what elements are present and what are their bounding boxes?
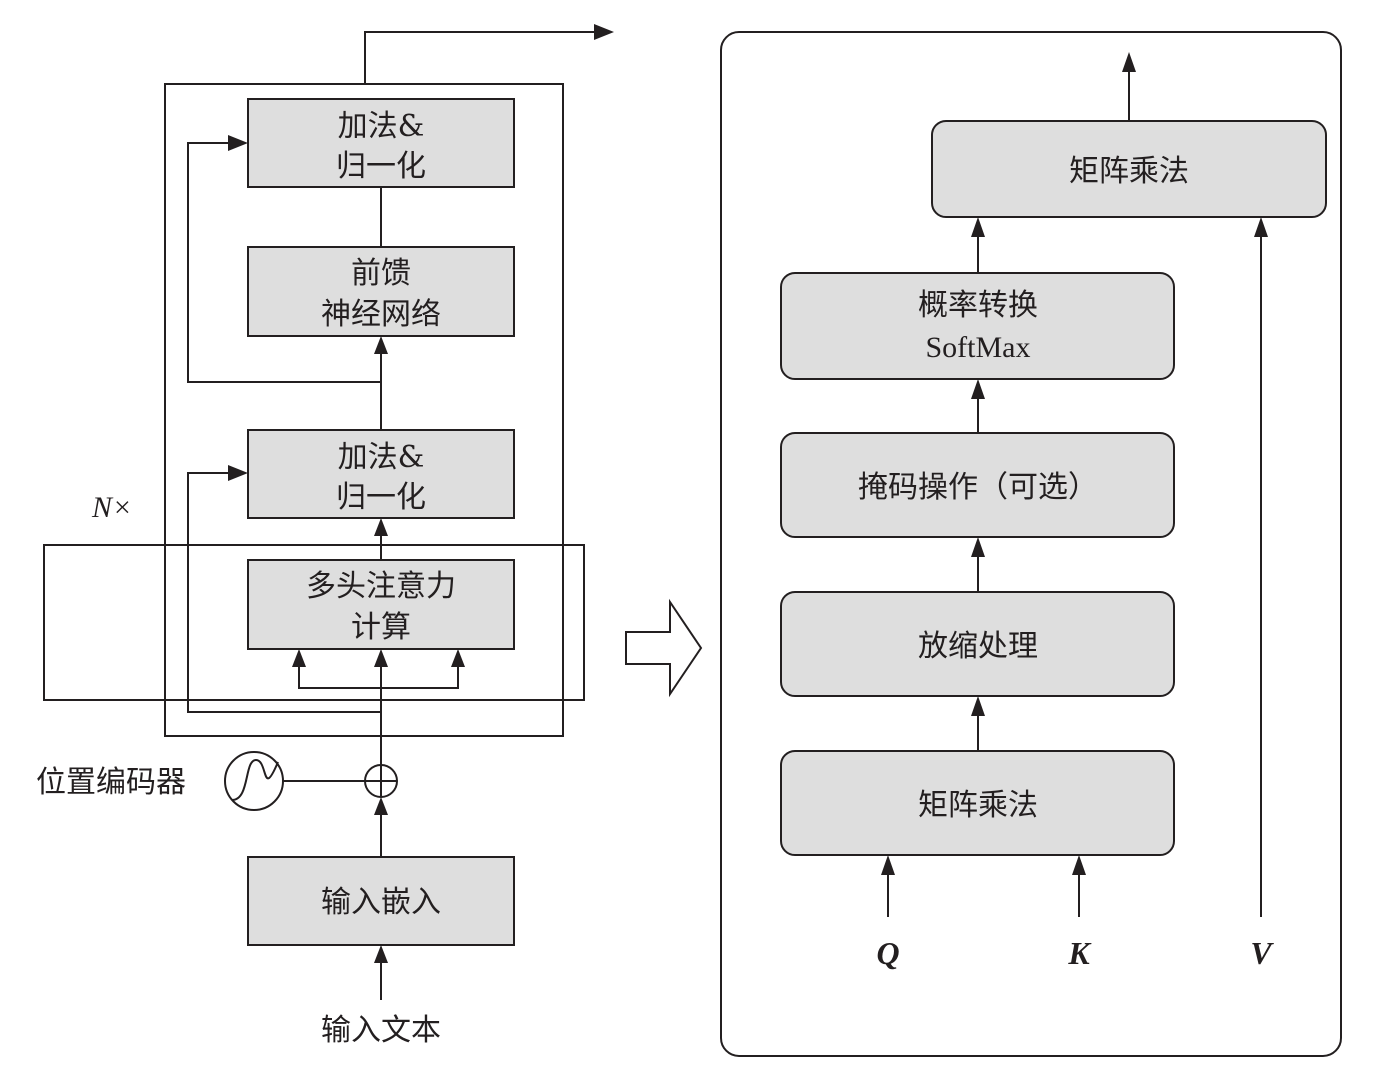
softmax-line1: 概率转换 bbox=[918, 288, 1038, 323]
arrowhead bbox=[374, 797, 388, 815]
mask-box: 掩码操作（可选） bbox=[780, 432, 1175, 538]
arrowhead bbox=[228, 135, 248, 151]
arrowhead bbox=[374, 518, 388, 536]
add-norm-bottom-line1: 加法& bbox=[338, 440, 425, 475]
output-line bbox=[364, 31, 598, 84]
repeat-frame bbox=[43, 544, 585, 701]
arrowhead bbox=[971, 217, 985, 237]
q-label: Q bbox=[876, 935, 899, 971]
expand-arrow-icon bbox=[625, 598, 703, 698]
arrowhead bbox=[971, 537, 985, 557]
feed-forward-line2: 神经网络 bbox=[321, 297, 441, 332]
feed-forward-line1: 前馈 bbox=[351, 256, 411, 291]
mask-label: 掩码操作（可选） bbox=[858, 470, 1098, 505]
add-circle-icon bbox=[364, 764, 398, 798]
v-label: V bbox=[1250, 935, 1274, 971]
residual-line-bottom bbox=[187, 472, 381, 713]
arrowhead bbox=[374, 336, 388, 354]
multi-head-attention-box: 多头注意力 计算 bbox=[247, 559, 515, 650]
add-norm-top-line1: 加法& bbox=[338, 109, 425, 144]
arrowhead bbox=[374, 945, 388, 963]
add-norm-bottom-line2: 归一化 bbox=[336, 480, 426, 515]
arrowhead bbox=[971, 379, 985, 399]
softmax-box: 概率转换 SoftMax bbox=[780, 272, 1175, 380]
arrowhead bbox=[971, 696, 985, 716]
input-text-label: 输入文本 bbox=[321, 1013, 441, 1048]
arrowhead bbox=[1254, 217, 1268, 237]
arrowhead bbox=[1072, 855, 1086, 875]
input-embedding-label: 输入嵌入 bbox=[321, 885, 441, 920]
arrowhead bbox=[374, 649, 388, 667]
arrowhead bbox=[1122, 52, 1136, 72]
k-label: K bbox=[1067, 935, 1092, 971]
arrowhead bbox=[228, 465, 248, 481]
positional-encoder-label: 位置编码器 bbox=[36, 765, 186, 800]
output-arrowhead bbox=[594, 24, 614, 40]
add-norm-top-box: 加法& 归一化 bbox=[247, 98, 515, 188]
qkv-split-line bbox=[298, 665, 459, 689]
arrowhead bbox=[881, 855, 895, 875]
multi-head-line2: 计算 bbox=[351, 610, 411, 645]
multi-head-line1: 多头注意力 bbox=[306, 569, 456, 604]
softmax-line2: SoftMax bbox=[926, 331, 1031, 364]
scale-box: 放缩处理 bbox=[780, 591, 1175, 697]
feed-forward-box: 前馈 神经网络 bbox=[247, 246, 515, 337]
attention-frame bbox=[720, 31, 1342, 1057]
add-norm-top-line2: 归一化 bbox=[336, 149, 426, 184]
matmul-bottom-label: 矩阵乘法 bbox=[918, 788, 1038, 823]
matmul-top-label: 矩阵乘法 bbox=[1069, 154, 1189, 189]
sine-wave-icon bbox=[224, 751, 284, 811]
arrowhead bbox=[451, 649, 465, 667]
repeat-label: N× bbox=[91, 491, 132, 524]
residual-line-top bbox=[187, 142, 381, 383]
matmul-bottom-box: 矩阵乘法 bbox=[780, 750, 1175, 856]
add-norm-bottom-box: 加法& 归一化 bbox=[247, 429, 515, 519]
matmul-top-box: 矩阵乘法 bbox=[931, 120, 1327, 218]
arrowhead bbox=[292, 649, 306, 667]
scale-label: 放缩处理 bbox=[918, 629, 1038, 664]
input-embedding-box: 输入嵌入 bbox=[247, 856, 515, 946]
